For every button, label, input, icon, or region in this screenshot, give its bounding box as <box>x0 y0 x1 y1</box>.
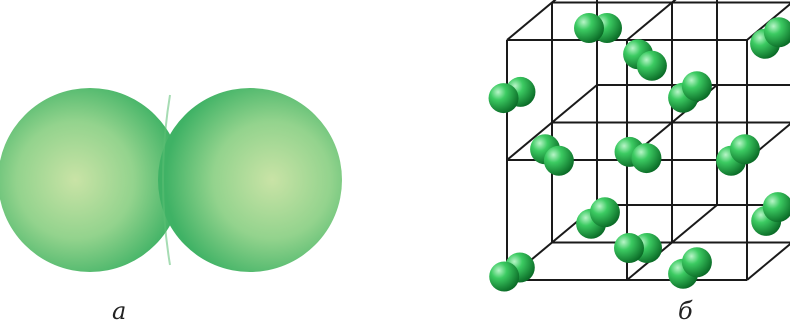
molecule-atom <box>489 261 520 292</box>
molecule-atom <box>631 143 662 174</box>
caption-a: а <box>112 297 127 325</box>
lattice-molecule <box>751 192 790 236</box>
lattice-edge <box>506 84 598 161</box>
lattice-edge <box>746 2 790 41</box>
lattice-edge <box>626 0 677 41</box>
lattice-molecules <box>488 13 790 292</box>
molecule-atom <box>636 50 667 81</box>
molecule-atom-right <box>158 88 342 272</box>
lattice-molecule <box>574 13 622 43</box>
molecule-atom <box>729 134 760 165</box>
lattice-molecule <box>576 197 620 239</box>
lattice-molecule <box>716 134 760 176</box>
molecule-atom <box>543 145 574 176</box>
lattice-edge <box>746 242 790 281</box>
lattice-edge <box>746 122 790 161</box>
lattice-molecule <box>530 134 574 176</box>
molecule-atom <box>763 17 790 48</box>
molecule-seam <box>162 94 171 266</box>
caption-b: б <box>678 297 693 325</box>
molecule-atom <box>614 233 644 263</box>
lattice-molecule <box>668 71 712 113</box>
molecule-space-filling <box>0 88 342 272</box>
lattice-molecule <box>750 17 790 59</box>
lattice-molecule <box>614 233 662 263</box>
molecule-atom <box>589 197 620 228</box>
molecule-atom <box>762 192 790 223</box>
molecule-atom <box>488 83 519 114</box>
lattice-edge <box>626 204 718 281</box>
molecule-atom-left <box>0 88 182 272</box>
molecule-atom <box>681 71 712 102</box>
molecule-atom <box>681 247 712 278</box>
lattice-edge <box>506 0 557 41</box>
lattice-molecule <box>614 136 662 174</box>
lattice-molecule <box>489 252 535 292</box>
lattice-molecule <box>668 247 712 289</box>
molecule-atom <box>574 13 604 43</box>
lattice-molecule <box>488 76 536 114</box>
lattice-molecule <box>623 39 667 81</box>
